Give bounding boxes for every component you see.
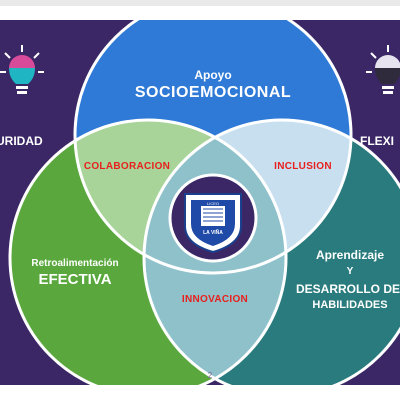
left-circle-big-label: EFECTIVA (38, 271, 112, 288)
left-circle-small-label: Retroalimentación (31, 258, 119, 269)
venn-diagram: LICEO LA VIÑA (0, 20, 400, 385)
page-number: 2 (207, 371, 213, 380)
lightbulb-icon-right (366, 45, 400, 94)
top-circle-small-label: Apoyo (194, 68, 232, 82)
logo-top-text: LICEO (207, 201, 219, 206)
right-circle-line2: Y (346, 266, 354, 277)
side-label-left: URIDAD (0, 134, 43, 148)
right-circle-line4: HABILIDADES (312, 299, 388, 311)
slide: LICEO LA VIÑA Apoyo SOCIOEMOCIONAL (0, 20, 400, 385)
side-label-right: FLEXI (360, 134, 395, 148)
window-top-strip (0, 0, 400, 6)
intersection-label-innovacion: INNOVACION (181, 294, 249, 305)
intersection-label-inclusion: INCLUSION (274, 161, 332, 172)
intersection-label-colaboracion: COLABORACION (83, 161, 171, 172)
top-circle-big-label: SOCIOEMOCIONAL (134, 84, 292, 101)
window-bottom-strip (0, 385, 400, 400)
right-circle-line1: Aprendizaje (315, 248, 384, 262)
school-logo: LICEO LA VIÑA (184, 193, 242, 254)
right-circle-line3: DESARROLLO DE (295, 282, 400, 296)
lightbulb-icon-left (0, 45, 44, 94)
logo-bottom-text: LA VIÑA (203, 229, 223, 236)
